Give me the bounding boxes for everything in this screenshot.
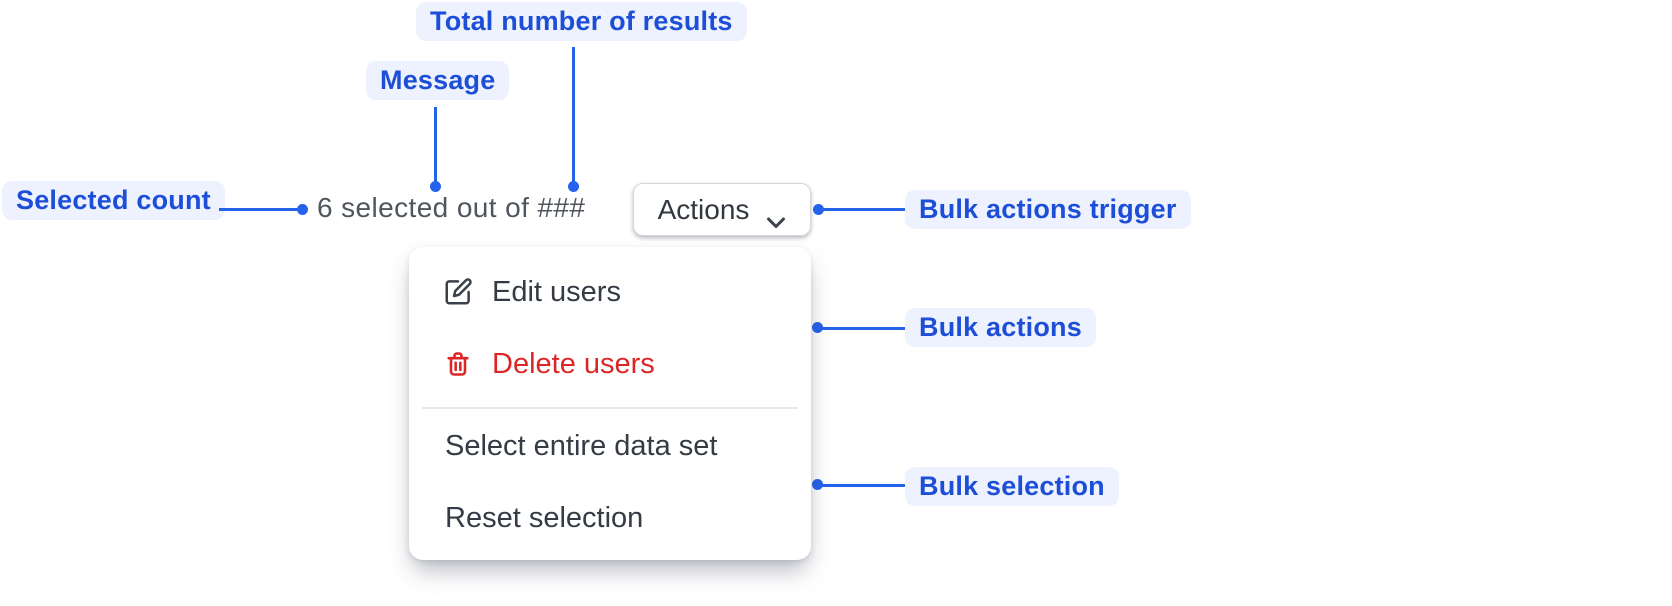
bulk-actions-menu: Edit users Delete users Select entire da…: [409, 247, 811, 560]
connector-line-bulk-actions-trigger: [821, 208, 905, 211]
menu-item-edit-users[interactable]: Edit users: [409, 270, 811, 314]
menu-item-select-entire-data-set[interactable]: Select entire data set: [409, 424, 811, 468]
connector-dot-total-results: [568, 181, 579, 192]
connector-dot-bulk-selection: [812, 479, 823, 490]
annotation-label-text: Bulk selection: [919, 471, 1105, 501]
connector-line-total-results: [572, 47, 575, 189]
annotation-label-message: Message: [366, 61, 510, 100]
menu-divider: [422, 407, 798, 409]
selection-message: 6 selected out of ###: [317, 192, 586, 223]
connector-dot-bulk-actions: [812, 322, 823, 333]
annotation-label-bulk-actions-trigger: Bulk actions trigger: [905, 190, 1191, 229]
menu-item-label: Edit users: [492, 275, 621, 308]
annotation-label-text: Total number of results: [430, 6, 733, 36]
annotation-label-bulk-selection: Bulk selection: [905, 467, 1119, 506]
annotation-label-text: Selected count: [16, 185, 211, 215]
menu-item-reset-selection[interactable]: Reset selection: [409, 496, 811, 540]
annotation-label-total-results: Total number of results: [416, 2, 747, 41]
connector-dot-message: [430, 181, 441, 192]
menu-item-label: Delete users: [492, 347, 655, 380]
trash-icon: [443, 349, 473, 379]
chevron-down-icon: [766, 204, 786, 228]
menu-item-label: Reset selection: [445, 501, 644, 534]
annotation-label-selected-count: Selected count: [2, 181, 225, 220]
annotation-label-text: Bulk actions trigger: [919, 194, 1177, 224]
menu-item-delete-users[interactable]: Delete users: [409, 342, 811, 386]
annotation-label-text: Message: [380, 65, 496, 95]
connector-dot-bulk-actions-trigger: [813, 204, 824, 215]
menu-item-label: Select entire data set: [445, 429, 718, 462]
connector-line-selected-count: [219, 208, 304, 211]
annotation-label-text: Bulk actions: [919, 312, 1082, 342]
connector-line-bulk-actions: [821, 327, 905, 330]
connector-line-message: [434, 107, 437, 189]
connector-line-bulk-selection: [821, 484, 905, 487]
bulk-actions-trigger-button[interactable]: Actions: [633, 183, 811, 236]
connector-dot-selected-count: [297, 204, 308, 215]
edit-icon: [443, 277, 473, 307]
bulk-actions-trigger-label: Actions: [657, 193, 750, 225]
annotation-label-bulk-actions: Bulk actions: [905, 308, 1096, 347]
